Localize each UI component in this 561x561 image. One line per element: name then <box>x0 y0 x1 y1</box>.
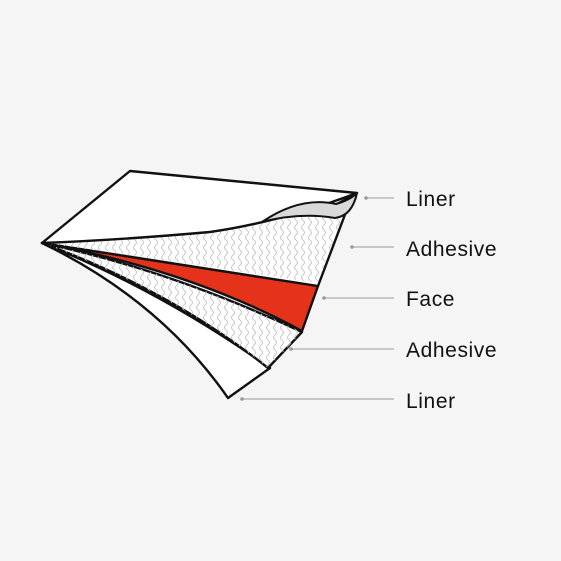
label-liner-top: Liner <box>406 188 456 211</box>
face-layer <box>40 241 320 333</box>
top-liner-curl <box>261 192 358 223</box>
leader-line-2 <box>350 245 394 249</box>
leader-line-3 <box>322 296 394 300</box>
bottom-liner-sheet <box>40 241 272 400</box>
label-face: Face <box>406 288 455 311</box>
bottom-adhesive-texture <box>42 243 302 368</box>
leader-line-4 <box>289 347 394 351</box>
label-adhesive-bottom: Adhesive <box>406 339 497 362</box>
label-liner-bottom: Liner <box>406 390 456 413</box>
leader-line-5 <box>240 397 394 401</box>
leader-line-1 <box>364 196 394 200</box>
label-adhesive-top: Adhesive <box>406 238 497 261</box>
